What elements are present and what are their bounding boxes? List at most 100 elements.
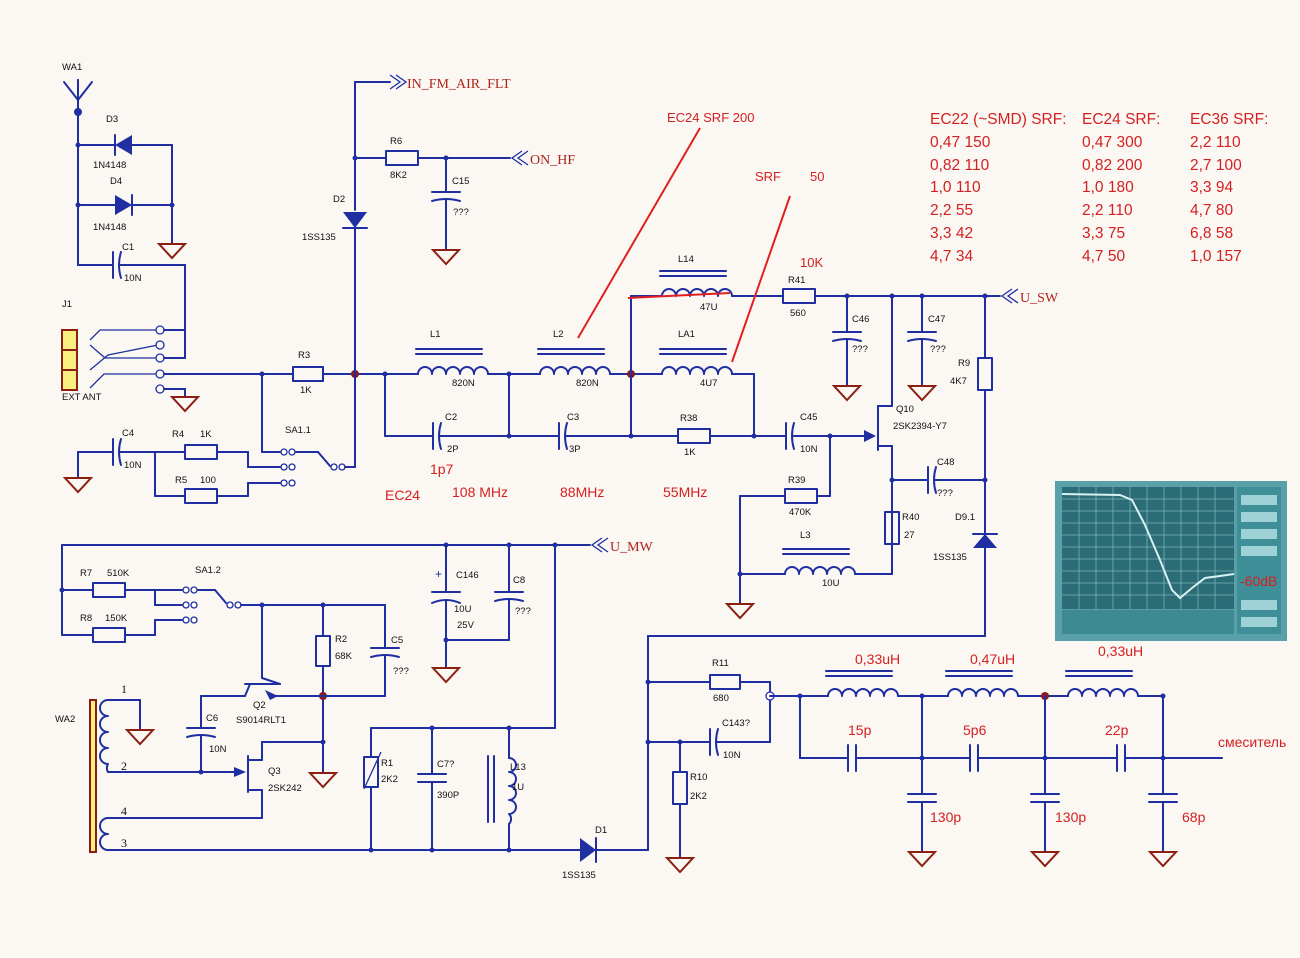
svg-text:2SK242: 2SK242 [268, 783, 302, 794]
anno-filter-l1: 0,33uH [855, 651, 900, 667]
anno-ec24: EC24 [385, 487, 420, 503]
transistor-q10: Q10 2SK2394-Y7 [877, 404, 947, 541]
svg-text:C48: C48 [937, 457, 954, 468]
filter-cap-22p [1116, 744, 1126, 772]
svg-text:C8: C8 [513, 575, 525, 586]
anno-filter-130p-b: 130p [1055, 809, 1086, 825]
srf-cell: 3,3 94 [1190, 179, 1233, 196]
svg-text:1N4148: 1N4148 [93, 160, 126, 171]
anno-filter-5p6: 5p6 [963, 722, 987, 738]
svg-text:10U: 10U [454, 604, 472, 615]
resistor-r7: R7 510K [61, 568, 156, 598]
svg-text:D3: D3 [106, 114, 118, 125]
svg-text:C15: C15 [452, 176, 469, 187]
capacitor-c146: + C146 10U 25V [431, 544, 479, 669]
svg-text:C46: C46 [852, 314, 869, 325]
diode-d2: D2 1SS135 [302, 194, 368, 243]
svg-text:1SS135: 1SS135 [562, 870, 596, 881]
srf-cell: 1,0 157 [1190, 248, 1242, 265]
spectrum-analyzer-photo: -60dB [1055, 481, 1287, 641]
anno-minus60db: -60dB [1240, 573, 1277, 589]
capacitor-c3: C3 3P [508, 412, 632, 455]
resistor-r39: R39 470K [739, 475, 831, 518]
diode-d9-1: D9.1 1SS135 [933, 512, 998, 563]
svg-text:L1: L1 [430, 329, 441, 340]
svg-text:10U: 10U [822, 578, 840, 589]
svg-text:470K: 470K [789, 507, 812, 518]
svg-text:2K2: 2K2 [690, 791, 707, 802]
svg-text:L14: L14 [678, 254, 694, 265]
srf-cell: 0,82 110 [930, 157, 990, 174]
svg-text:3P: 3P [569, 444, 581, 455]
svg-text:D9.1: D9.1 [955, 512, 975, 523]
srf-cell: 0,82 200 [1082, 157, 1143, 174]
svg-text:L2: L2 [553, 329, 564, 340]
svg-text:???: ??? [515, 606, 531, 617]
svg-text:2P: 2P [447, 444, 459, 455]
svg-text:10N: 10N [209, 744, 227, 755]
svg-text:1K: 1K [684, 447, 696, 458]
svg-text:C1: C1 [122, 242, 134, 253]
transistor-q2: Q2 S9014RLT1 [200, 604, 286, 726]
capacitor-c2: C2 2P [384, 412, 510, 455]
svg-text:D2: D2 [333, 194, 345, 205]
svg-text:1K: 1K [300, 385, 312, 396]
svg-text:WA2: WA2 [55, 714, 75, 725]
srf-cell: 1,0 180 [1082, 179, 1134, 196]
svg-text:820N: 820N [452, 378, 475, 389]
svg-text:R10: R10 [690, 772, 707, 783]
capacitor-c6: C6 10N [186, 695, 227, 773]
anno-filter-68p: 68p [1182, 809, 1206, 825]
resistor-r41: R41 560 [782, 275, 816, 319]
svg-text:C4: C4 [122, 428, 134, 439]
diode-d1: D1 1SS135 [562, 825, 649, 881]
svg-text:C2: C2 [445, 412, 457, 423]
resistor-r2: R2 68K [315, 634, 353, 667]
svg-text:R7: R7 [80, 568, 92, 579]
anno-filter-15p: 15p [848, 722, 872, 738]
srf-cell: 3,3 42 [930, 225, 973, 242]
svg-text:4U7: 4U7 [700, 378, 717, 389]
capacitor-c7: C7? 390P [417, 727, 459, 851]
capacitor-c1: C1 10N [77, 242, 186, 359]
svg-text:SA1.1: SA1.1 [285, 425, 311, 436]
svg-text:2K2: 2K2 [381, 774, 398, 785]
capacitor-c47: C47 ??? [907, 295, 946, 385]
srf-cell: 2,2 110 [1190, 134, 1241, 151]
inductor-l3: L3 10U [739, 530, 893, 589]
resistor-r38: R38 1K [677, 413, 711, 458]
svg-text:R39: R39 [788, 475, 805, 486]
resistor-r5: R5 100 [154, 475, 249, 504]
anno-filter-22p: 22p [1105, 722, 1129, 738]
net-u-sw: U_SW [1020, 291, 1059, 306]
srf-cell: 4,7 34 [930, 248, 973, 265]
capacitor-c46: C46 ??? [832, 295, 869, 385]
svg-text:10N: 10N [723, 750, 741, 761]
svg-text:1SS135: 1SS135 [933, 552, 967, 563]
svg-text:EXT ANT: EXT ANT [62, 392, 102, 403]
svg-text:R4: R4 [172, 429, 184, 440]
inductor-l1: L1 820N [415, 329, 489, 389]
capacitor-c5: C5 ??? [370, 635, 409, 697]
svg-text:1K: 1K [200, 429, 212, 440]
svg-text:2: 2 [121, 759, 127, 773]
srf-cell: 4,7 80 [1190, 202, 1233, 219]
svg-text:???: ??? [937, 488, 953, 499]
capacitor-c48: C48 ??? [891, 457, 986, 499]
anno-ec24-srf200: EC24 SRF 200 [667, 110, 754, 125]
svg-text:8K2: 8K2 [390, 170, 407, 181]
svg-text:C143?: C143? [722, 718, 750, 729]
svg-text:2SK2394-Y7: 2SK2394-Y7 [893, 421, 947, 432]
svg-text:WA1: WA1 [62, 62, 82, 73]
switch-sa1-2: SA1.2 [182, 565, 386, 624]
svg-text:10N: 10N [124, 273, 142, 284]
resistor-r6: R6 8K2 [385, 136, 419, 181]
svg-text:68K: 68K [335, 651, 353, 662]
svg-text:D1: D1 [595, 825, 607, 836]
svg-text:4: 4 [121, 804, 127, 818]
svg-text:???: ??? [393, 666, 409, 677]
svg-text:1N4148: 1N4148 [93, 222, 126, 233]
srf-cell: 0,47 300 [1082, 134, 1143, 151]
srf-cell: 2,2 110 [1082, 202, 1133, 219]
srf-cell: 2,2 55 [930, 202, 973, 219]
